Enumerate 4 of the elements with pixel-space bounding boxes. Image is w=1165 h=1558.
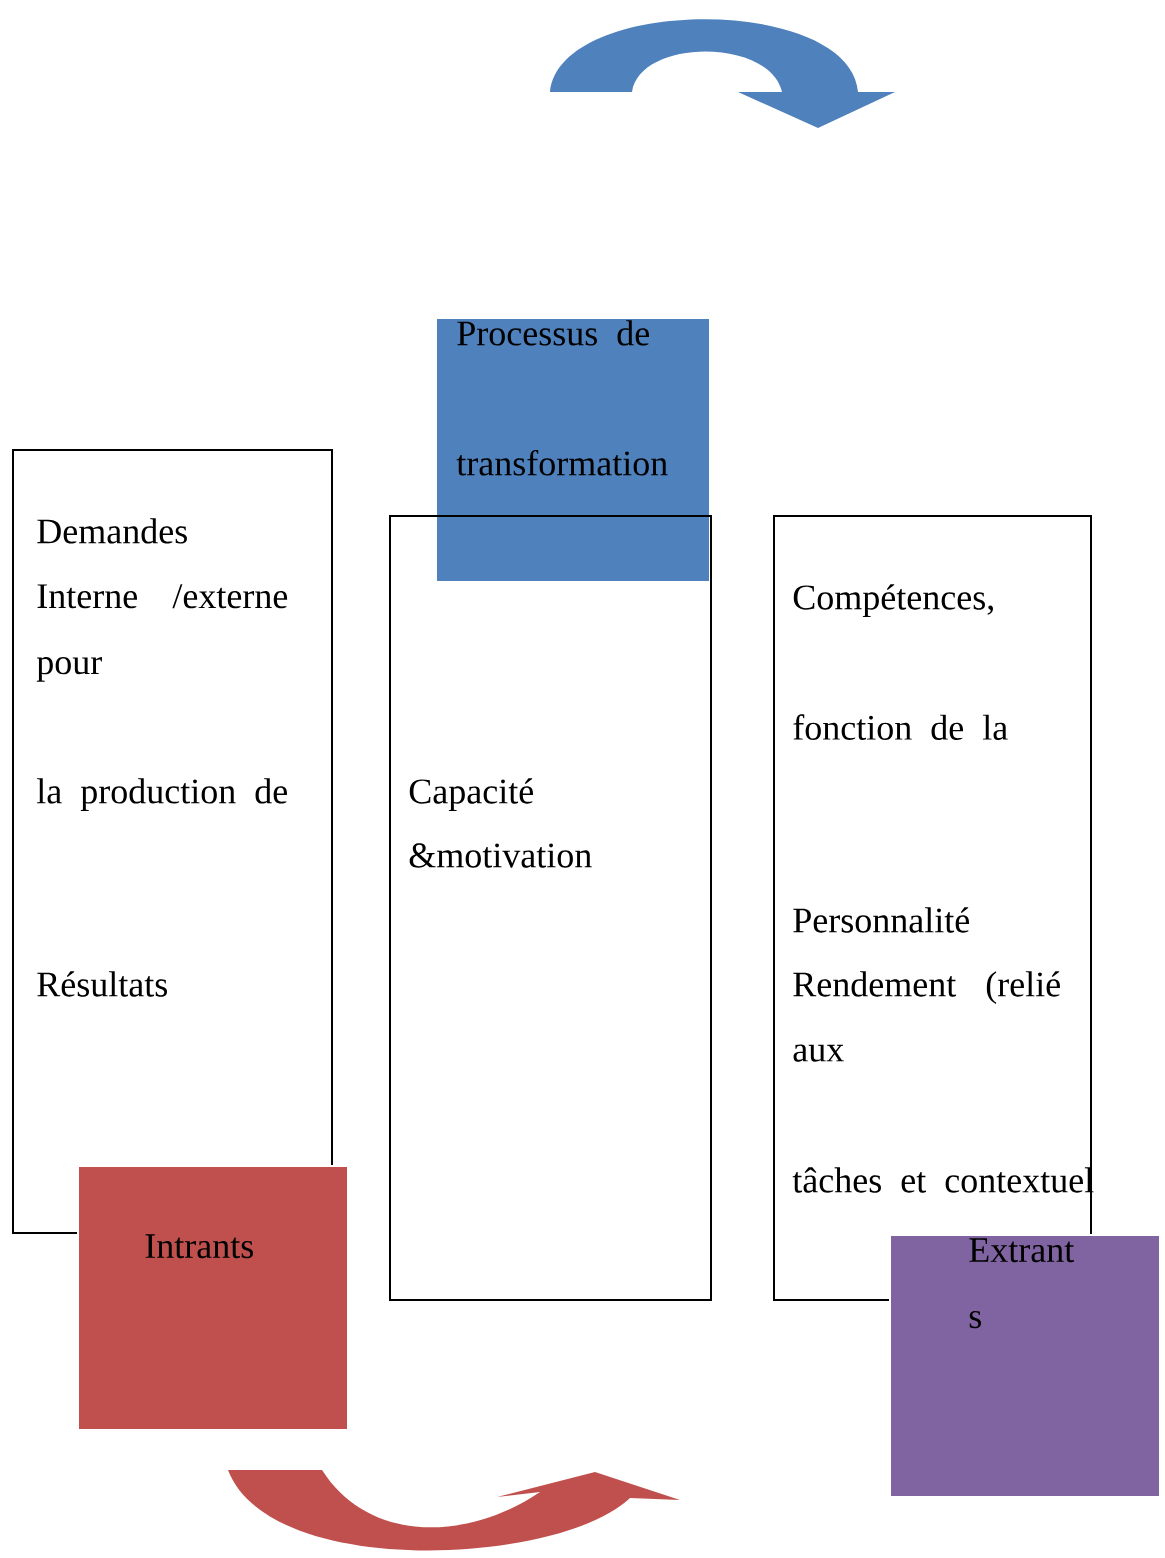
output-box: Extrant s [889, 1234, 1161, 1498]
process-box: Processus de transformation [435, 317, 711, 583]
process-box: Capacité &motivation [389, 515, 712, 1301]
input-box: Intrants [77, 1165, 349, 1431]
